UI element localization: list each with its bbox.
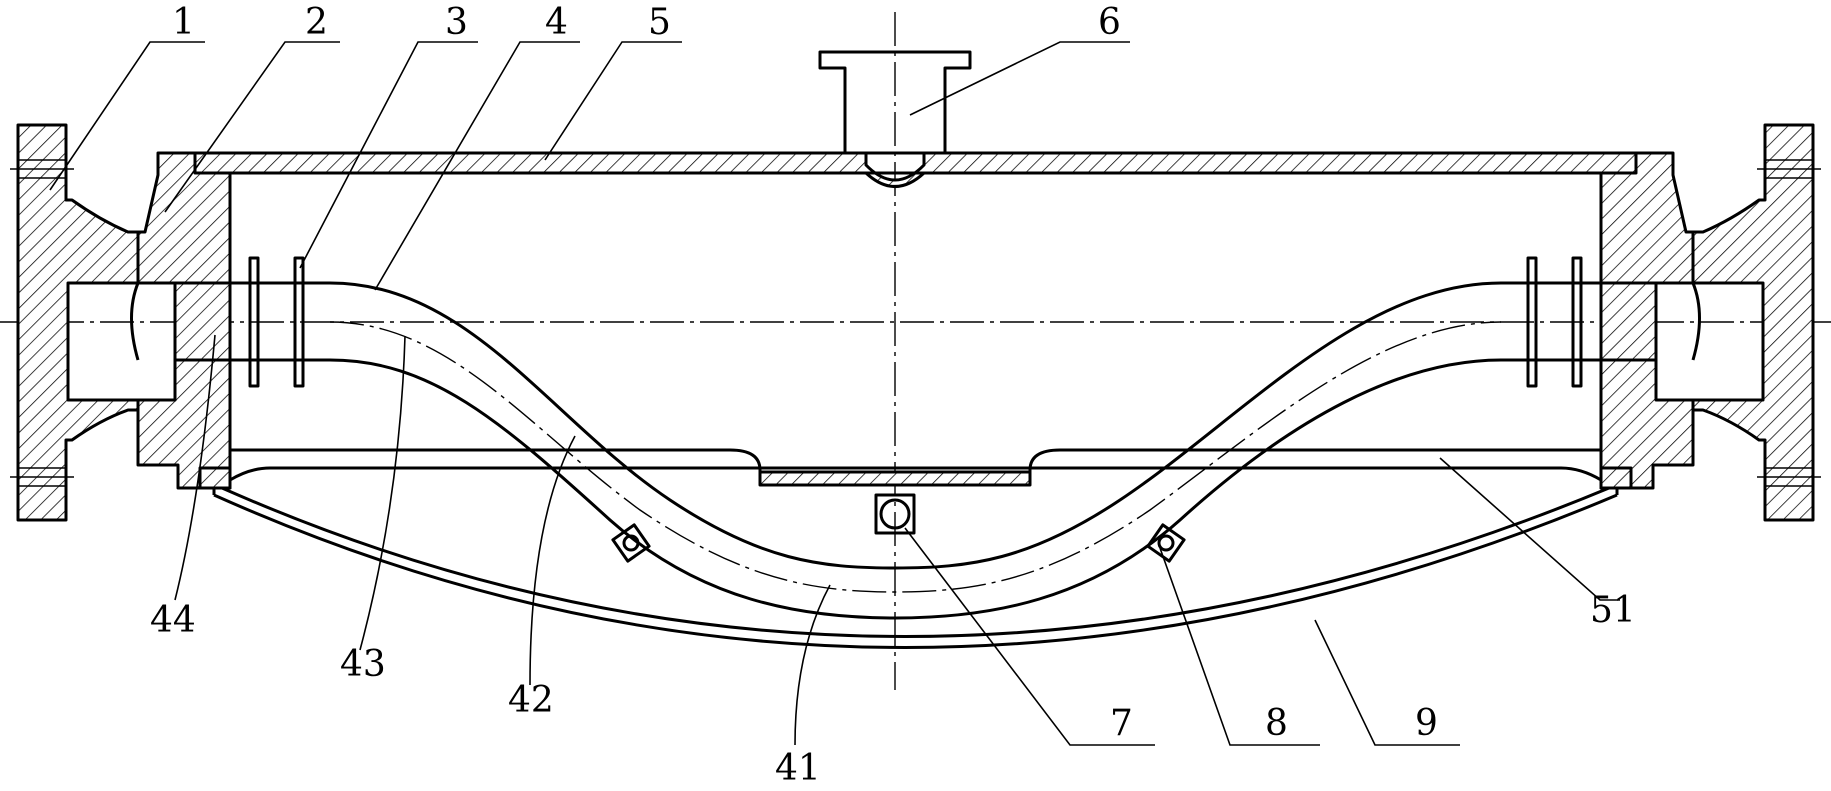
label-9: 9 <box>1415 703 1438 744</box>
left-end-block <box>136 151 232 490</box>
label-3: 3 <box>445 2 468 43</box>
tube-discs <box>248 256 1583 388</box>
sensor-left <box>611 523 651 563</box>
leader-lines <box>49 41 1620 746</box>
measuring-tube <box>175 281 1656 620</box>
label-44: 44 <box>150 600 196 641</box>
label-2: 2 <box>305 2 328 43</box>
label-6: 6 <box>1098 2 1121 43</box>
top-nozzle <box>818 50 972 155</box>
top-shell <box>193 151 1638 188</box>
label-1: 1 <box>172 2 195 43</box>
label-4: 4 <box>545 2 568 43</box>
label-41: 41 <box>775 748 821 789</box>
bottom-inner-shell <box>198 448 1633 490</box>
label-51: 51 <box>1590 590 1636 631</box>
label-7: 7 <box>1110 703 1133 744</box>
bottom-cover <box>212 486 1619 649</box>
driver-coil <box>874 493 916 535</box>
right-end-block <box>1599 151 1695 490</box>
label-8: 8 <box>1265 703 1288 744</box>
label-43: 43 <box>340 644 386 685</box>
sensor-right <box>1146 523 1186 563</box>
label-5: 5 <box>648 2 671 43</box>
label-42: 42 <box>508 680 554 721</box>
right-flange <box>1691 123 1821 522</box>
